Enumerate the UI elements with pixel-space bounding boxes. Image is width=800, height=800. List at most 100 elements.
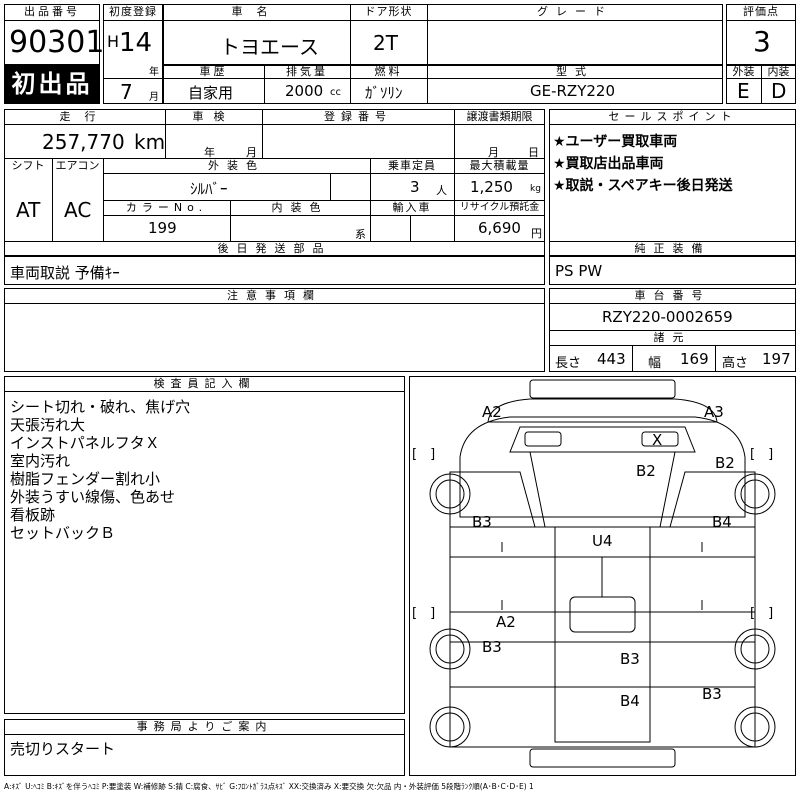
- exterior-grade-label: 外装: [732, 65, 755, 78]
- length-value: 443: [597, 350, 626, 368]
- inspector-line-4: 室内汚れ: [10, 452, 71, 470]
- damage-mark-a3-front: A3: [704, 403, 724, 421]
- inspection-year-unit: 年: [204, 146, 215, 159]
- color-label: 外装色: [208, 159, 265, 172]
- damage-mark-b3-rear-right: B3: [702, 685, 722, 703]
- damage-mark-x: X: [652, 431, 663, 449]
- score-label: 評価点: [743, 5, 779, 18]
- inspector-box: [4, 376, 405, 714]
- lot-number-label: 出品番号: [24, 5, 80, 18]
- sales-point-3: ★取説・スペアキー後日発送: [553, 178, 733, 194]
- later-parts-label: 後日発送部品: [217, 242, 332, 255]
- first-reg-month: 7: [120, 80, 133, 104]
- first-listing-badge-text: 初出品: [11, 70, 93, 98]
- color-value: ｼﾙﾊﾞｰ: [190, 180, 228, 198]
- capacity-unit: 人: [436, 184, 447, 197]
- damage-mark-a2-front: A2: [482, 403, 502, 421]
- first-reg-label: 初度登録: [109, 5, 157, 18]
- width-value: 169: [680, 350, 709, 368]
- month-unit: 月: [149, 92, 159, 103]
- later-parts-value: 車両取説 予備ｷｰ: [10, 264, 120, 282]
- car-name: トヨエース: [220, 35, 319, 59]
- damage-mark-b2-center: B2: [636, 462, 656, 480]
- load-value: 1,250: [470, 178, 513, 196]
- equipment-label: 純正装備: [634, 242, 711, 255]
- chassis-value: RZY220-0002659: [602, 308, 733, 326]
- color-no-value: 199: [148, 219, 177, 237]
- interior-color-label: 内装色: [271, 201, 329, 214]
- ac-value: AC: [64, 198, 92, 222]
- office-box: [4, 719, 405, 776]
- office-value: 売切りスタート: [10, 740, 116, 758]
- history-value: 自家用: [188, 84, 234, 102]
- bracket-right-top: [ ]: [750, 447, 774, 462]
- shift-label: シフト: [11, 159, 45, 172]
- height-label: 高さ: [722, 356, 749, 371]
- inspector-line-6: 外装うすい線傷、色あせ: [10, 488, 176, 506]
- notes-box: [4, 288, 545, 372]
- car-outline-svg: [429, 379, 776, 768]
- load-label: 最大積載量: [469, 159, 530, 172]
- mileage-unit: km: [134, 130, 166, 154]
- damage-mark-a2-mid: A2: [496, 613, 516, 631]
- import-label: 輸入車: [392, 201, 432, 214]
- color-no-label: カラーNo.: [125, 201, 208, 214]
- model-value: GE-RZY220: [530, 82, 616, 100]
- inspector-line-3: インストパネルフタＸ: [10, 434, 160, 452]
- legend-text: A:ｷｽﾞ U:ﾍｺﾐ B:ｷｽﾞを伴うﾍｺﾐ P:要塗装 W:補修跡 S:錆 …: [4, 782, 534, 791]
- lot-number: 90301: [9, 25, 105, 60]
- exterior-grade: E: [737, 79, 750, 103]
- inspector-line-5: 樹脂フェンダー割れ小: [10, 470, 161, 488]
- recycle-unit: 円: [531, 227, 542, 240]
- model-label: 型式: [556, 65, 594, 78]
- mileage-label: 走行: [59, 110, 110, 123]
- capacity-label: 乗車定員: [388, 159, 436, 172]
- inspection-label: 車検: [192, 110, 235, 123]
- damage-mark-b2-right: B2: [715, 454, 735, 472]
- equipment-value: PS PW: [555, 262, 603, 280]
- damage-mark-b4-bed: B4: [620, 692, 640, 710]
- car-name-label: 車名: [231, 5, 282, 18]
- history-label: 車歴: [199, 65, 228, 78]
- sales-points-label: セールスポイント: [608, 110, 737, 123]
- displacement-label: 排気量: [286, 65, 328, 78]
- inspection-month-unit: 月: [246, 146, 257, 159]
- damage-mark-b3-rear-left: B3: [482, 638, 502, 656]
- capacity-value: 3: [410, 178, 420, 196]
- interior-color-unit: 系: [355, 228, 366, 241]
- interior-grade: D: [771, 79, 787, 103]
- damage-diagram: [ ] [ ] [ ] [ ] A2 A3 X B2 B2 B3 B4 U4 A…: [409, 376, 796, 776]
- score-value: 3: [753, 25, 771, 58]
- reg-no-label: 登録番号: [324, 110, 392, 123]
- grade-label: グレード: [537, 5, 613, 18]
- shift-value: AT: [16, 198, 41, 222]
- damage-mark-u4: U4: [592, 532, 613, 550]
- damage-mark-b3-bed: B3: [620, 650, 640, 668]
- transfer-month-unit: 月: [488, 146, 499, 159]
- displacement-value: 2000: [285, 82, 324, 100]
- year-unit: 年: [149, 67, 159, 78]
- inspector-line-8: セットバックＢ: [10, 524, 116, 542]
- damage-mark-b4-right: B4: [712, 513, 732, 531]
- sales-point-2: ★買取店出品車両: [553, 156, 664, 172]
- length-label: 長さ: [555, 356, 582, 371]
- door-value: 2T: [373, 31, 398, 55]
- recycle-value: 6,690: [478, 219, 521, 237]
- transfer-day-unit: 日: [528, 146, 539, 159]
- spec-label: 諸元: [653, 331, 692, 344]
- first-reg-era: H: [107, 32, 120, 51]
- inspector-label: 検査員記入欄: [153, 377, 256, 390]
- inspector-line-1: シート切れ・破れ、焦げ穴: [10, 398, 191, 416]
- interior-grade-label: 内装: [767, 65, 790, 78]
- chassis-label: 車台番号: [634, 289, 711, 302]
- inspector-line-7: 看板跡: [10, 506, 56, 524]
- mileage-value: 257,770: [42, 130, 125, 154]
- transfer-label: 譲渡書類期限: [466, 110, 533, 123]
- inspector-line-2: 天張汚れ大: [10, 416, 86, 434]
- height-value: 197: [762, 350, 791, 368]
- notes-label: 注意事項欄: [227, 289, 322, 302]
- displacement-unit: cc: [330, 87, 341, 98]
- door-label: ドア形状: [364, 5, 413, 18]
- lot-number-cell: [4, 4, 100, 65]
- sales-point-1: ★ユーザー買取車両: [553, 134, 678, 150]
